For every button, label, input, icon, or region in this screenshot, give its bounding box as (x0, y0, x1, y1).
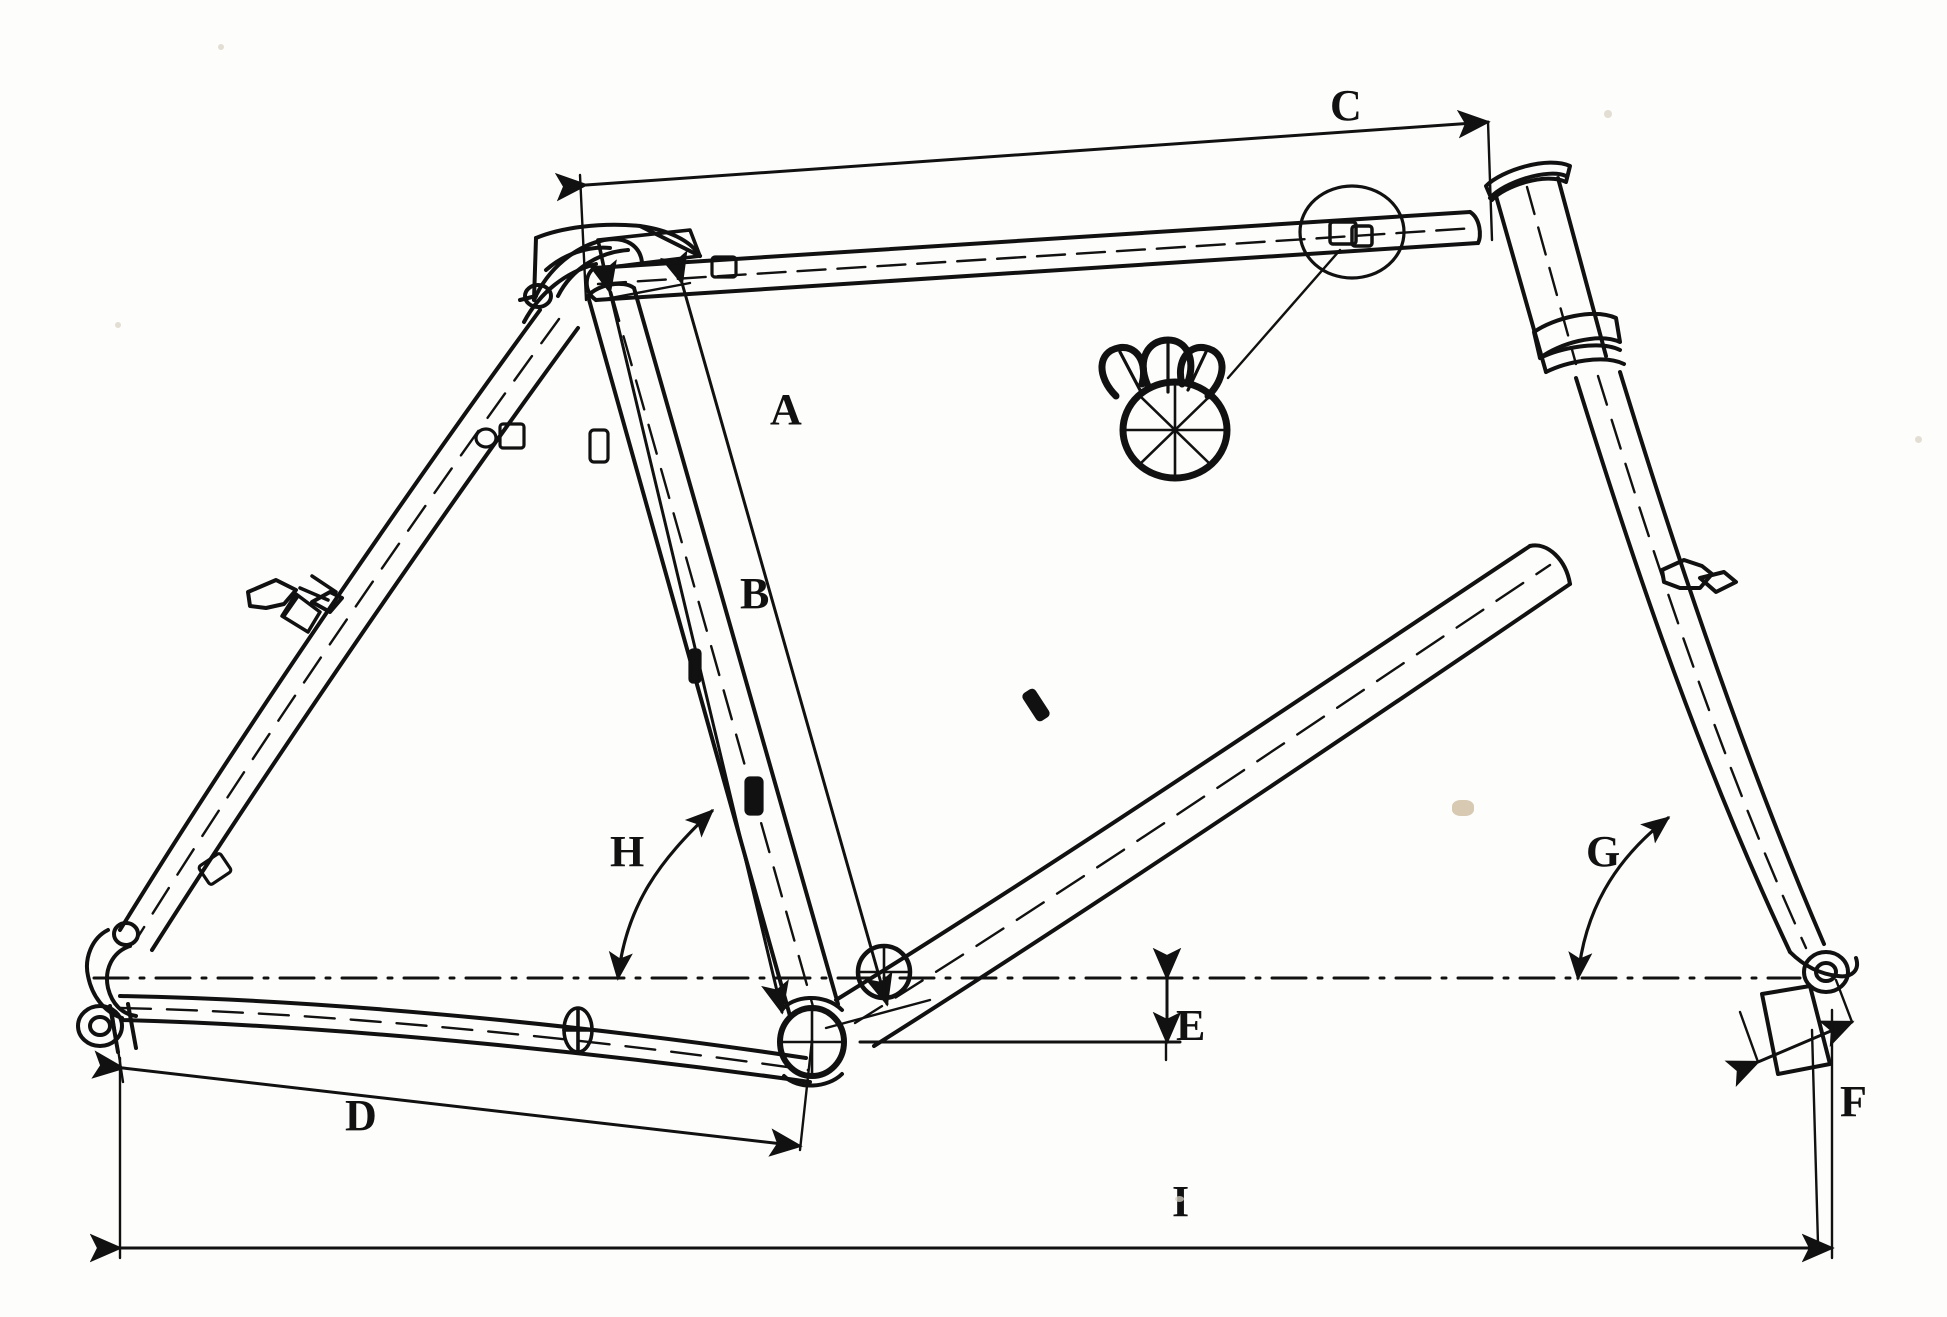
bottle-boss-seat-tube (588, 428, 610, 464)
dim-label-H: H (610, 827, 645, 876)
paper-speck (115, 322, 121, 328)
seat-lug-top-plate (596, 228, 702, 270)
dim-G-arc (1568, 816, 1671, 981)
paper-speck (1175, 1196, 1184, 1202)
dim-label-D: D (345, 1091, 377, 1140)
braze-on-right (1660, 558, 1738, 594)
dimension-lines (89, 109, 1855, 1263)
seat-binder-bolt (523, 283, 553, 309)
seat-stay (118, 308, 580, 952)
seat-tube-top-cap (586, 281, 636, 298)
dim-F-ext-left (1738, 1010, 1760, 1064)
head-tube (1484, 160, 1622, 374)
braze-on-left (246, 578, 344, 614)
down-tube-head-end (1528, 543, 1572, 586)
dim-H-arc (608, 809, 715, 981)
paper-speck (1604, 110, 1612, 118)
callout-detail-crosshair (1121, 380, 1229, 480)
angle-arcs (608, 809, 1671, 981)
bb-secondary-circle (855, 943, 913, 1001)
dim-D-ext-right (798, 1038, 814, 1152)
down-tube (834, 543, 1572, 1048)
dim-label-C: C (1330, 81, 1362, 130)
callout-detail-crown-inner (1118, 342, 1208, 394)
dim-label-B: B (740, 569, 770, 618)
dim-C-line (554, 109, 1491, 202)
dim-label-G: G (1586, 827, 1621, 876)
top-tube-boss-left (710, 255, 738, 279)
head-tube-lower-band (1532, 311, 1622, 360)
brake-bridge-lug (280, 574, 338, 634)
callout-detail-crown (1098, 336, 1226, 400)
paper-speck (1452, 800, 1474, 816)
dim-label-A: A (770, 385, 802, 434)
dim-F-ext-down (1810, 1028, 1820, 1246)
paper-speck (218, 44, 224, 50)
bottle-boss-down-tube (1022, 688, 1050, 722)
head-tube-top-ring (1488, 171, 1568, 200)
dim-label-F: F (1840, 1077, 1867, 1126)
top-tube-left-cap (584, 266, 598, 302)
fork-blade (1574, 370, 1826, 954)
dim-label-E: E (1176, 1001, 1206, 1050)
seat-tube-mid-mark (688, 648, 702, 684)
chain-stay (118, 994, 812, 1084)
paper-speck (1915, 436, 1922, 443)
dim-label-I: I (1172, 1180, 1189, 1224)
head-tube-upper-band (1484, 160, 1572, 202)
front-derailleur-boss (744, 776, 764, 816)
bottom-bracket-lug (780, 995, 844, 1088)
cable-stop (1328, 220, 1374, 248)
fork-crown (1538, 343, 1626, 374)
chain-stay-bridge (562, 1006, 594, 1054)
dim-D-line (91, 1050, 803, 1157)
front-dropout (1760, 950, 1859, 1076)
cable-stop-detail-circle (1298, 184, 1406, 280)
callout-leader-line (1226, 248, 1342, 380)
dim-A-ext-bot (824, 998, 932, 1030)
rear-dropout (76, 921, 140, 1054)
seat-stay-cable-guide (197, 852, 233, 886)
top-tube-right-end (1468, 210, 1482, 245)
seat-stay-bridge-boss (474, 422, 526, 450)
bottom-bracket-crosshair (778, 1006, 846, 1078)
dim-C-ext-left (578, 173, 588, 302)
